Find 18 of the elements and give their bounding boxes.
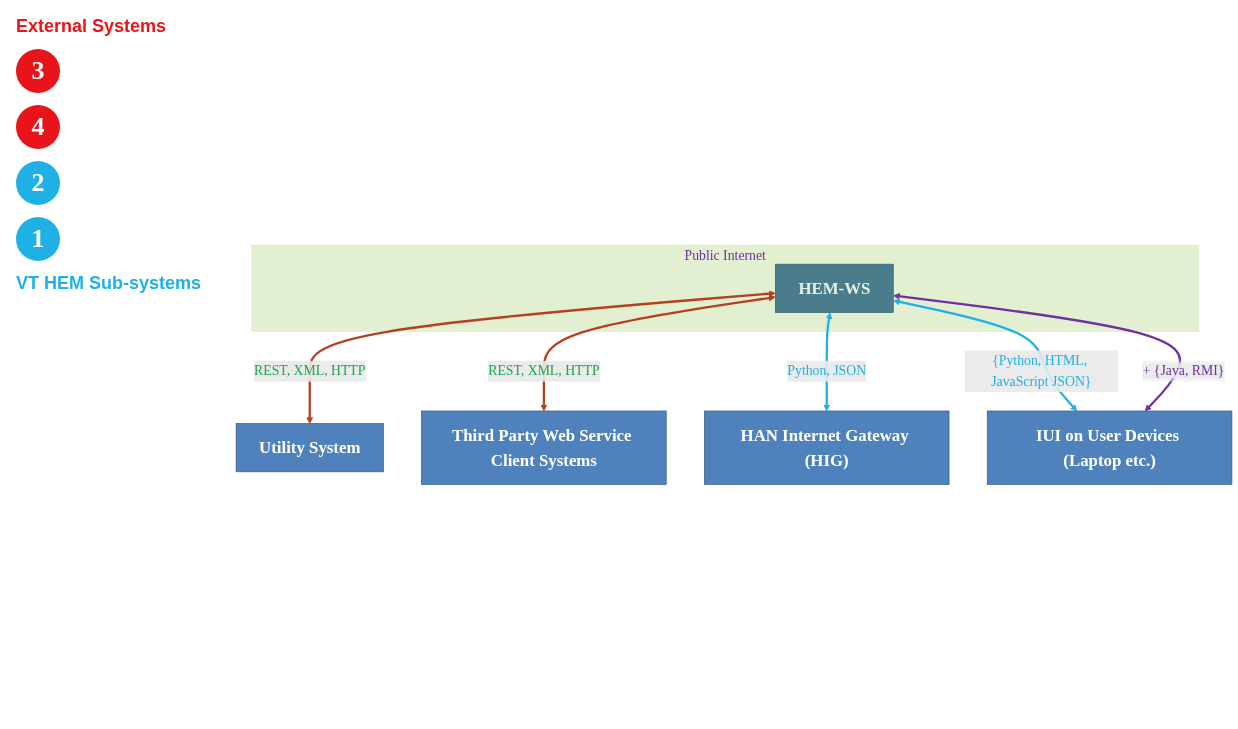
number-badge: 4 xyxy=(16,105,60,149)
node-box: HAN Internet Gateway (HIG) xyxy=(704,410,950,485)
number-badge: 1 xyxy=(16,217,60,261)
edge-label: {Python, HTML, JavaScript JSON} xyxy=(991,352,1092,389)
edge-label: + {Java, RMI} xyxy=(1142,362,1225,379)
node-box: HEM-WS xyxy=(775,263,894,313)
node-box: IUI on User Devices (Laptop etc.) xyxy=(986,410,1233,485)
edge-label: REST, XML, HTTP xyxy=(254,362,366,379)
edge-label: Python, JSON xyxy=(787,362,867,379)
arrow xyxy=(540,294,776,412)
number-badge: 2 xyxy=(16,161,60,205)
number-badge: 3 xyxy=(16,49,60,93)
node-box: Utility System xyxy=(235,423,384,472)
group-label: VT HEM Sub-systems xyxy=(16,273,202,294)
arrow xyxy=(306,290,776,424)
edge-label: REST, XML, HTTP xyxy=(488,362,600,379)
group-label: External Systems xyxy=(16,16,167,37)
node-box: Third Party Web Service Client Systems xyxy=(421,410,667,485)
